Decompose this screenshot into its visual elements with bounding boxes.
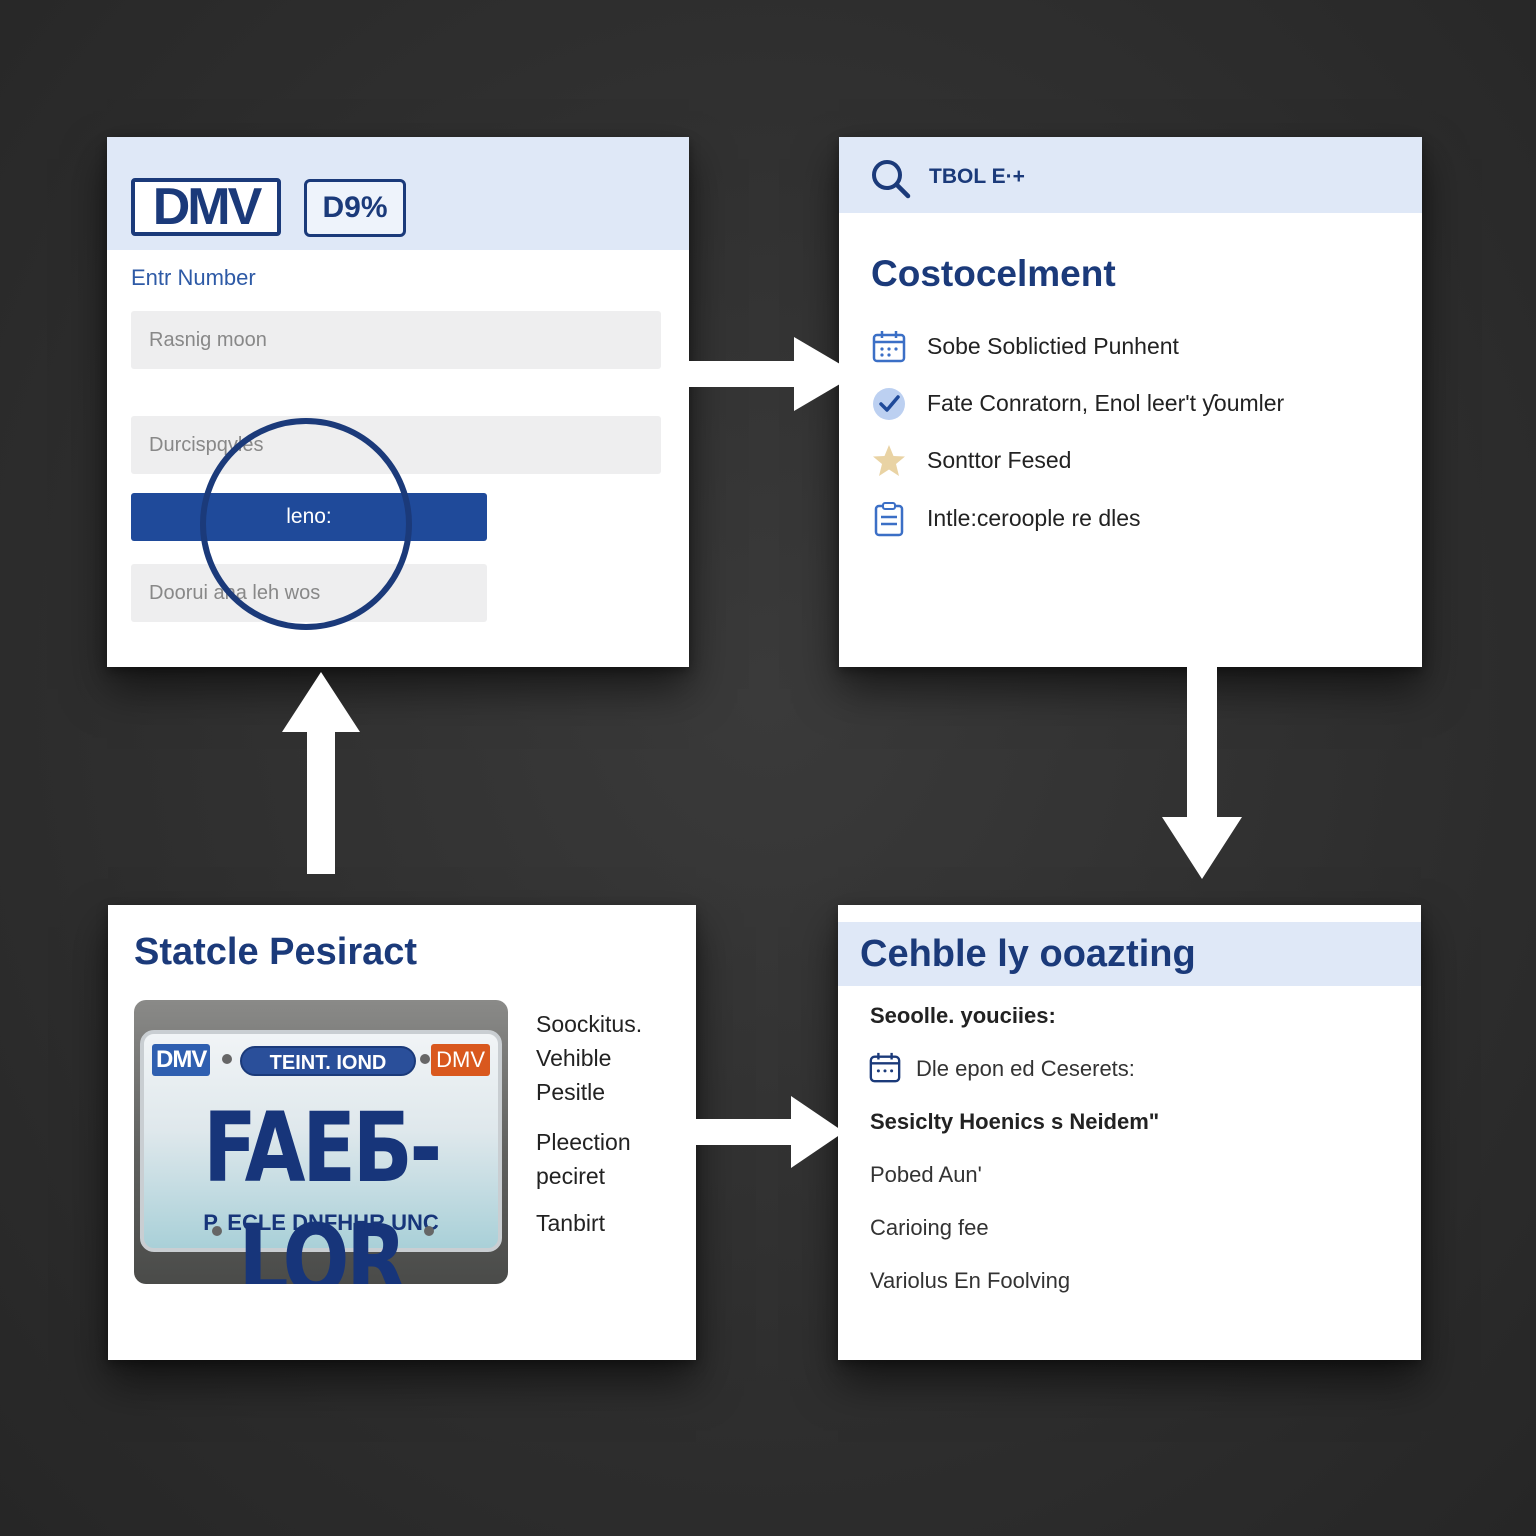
arrow-up-icon: [280, 670, 362, 875]
bolt-icon: [420, 1054, 430, 1064]
description-input[interactable]: Durcispqvles: [131, 416, 661, 474]
plate-state-banner: TEINT. IOND: [240, 1046, 416, 1076]
plate-side-line: Soockitus.: [536, 1007, 642, 1041]
plate-side-line: Pesitle: [536, 1075, 605, 1109]
calendar-icon: [868, 1051, 902, 1085]
plate-side-line: peciret: [536, 1159, 605, 1193]
dmv-logo: DMV: [131, 178, 281, 236]
details-panel: Cehble ly ooazting Seoolle. youciies: Dl…: [838, 905, 1421, 1360]
plate-panel: Statcle Pesiract DMV TEINT. IOND DMV FAE…: [108, 905, 696, 1360]
result-item-text: Intle:ceroople re dles: [927, 505, 1141, 532]
plate-number: FAEБ-LOR: [176, 1092, 466, 1284]
details-line: Variolus En Foolving: [870, 1268, 1070, 1294]
details-line: Sesiclty Hoenics s Neidem": [870, 1109, 1159, 1135]
result-item-text: Sonttor Fesed: [927, 447, 1071, 474]
check-circle-icon: [871, 386, 907, 422]
result-item-text: Sobe Soblictied Punhent: [927, 333, 1179, 360]
bolt-icon: [212, 1226, 222, 1236]
details-line: Seoolle. youciies:: [870, 1003, 1056, 1029]
plate-right-badge: DMV: [431, 1044, 490, 1076]
license-plate-photo: DMV TEINT. IOND DMV FAEБ-LOR P. ECLE DNF…: [134, 1000, 508, 1284]
results-title: Costocelment: [871, 253, 1116, 295]
arrow-down-icon: [1160, 667, 1244, 882]
license-plate: DMV TEINT. IOND DMV FAEБ-LOR P. ECLE DNF…: [140, 1030, 502, 1252]
plate-left-badge: DMV: [152, 1044, 210, 1076]
arrow-right-icon: [696, 1092, 846, 1172]
entry-number-label: Entr Number: [131, 265, 256, 291]
details-title: Cehble ly ooazting: [860, 933, 1196, 976]
dmv-badge: D9%: [304, 179, 406, 237]
result-item-text: Fate Conratorn, Enol leer't ƴoumler: [927, 390, 1284, 417]
results-panel: TBOL E·+ Costocelment Sobe Soblictied Pu…: [839, 137, 1422, 667]
bolt-icon: [424, 1226, 434, 1236]
plate-side-line: Pleection: [536, 1125, 631, 1159]
magnifier-icon: [200, 418, 412, 630]
plate-panel-title: Statcle Pesiract: [134, 931, 417, 974]
details-line: Dle epon ed Ceserets:: [916, 1056, 1135, 1082]
plate-input[interactable]: Rasnig moon: [131, 311, 661, 369]
plate-subtitle: P. ECLE DNFHHR UNC: [144, 1210, 498, 1236]
details-line: Pobed Aun': [870, 1162, 982, 1188]
results-header-text: TBOL E·+: [929, 165, 1025, 189]
calendar-icon: [871, 329, 907, 365]
plate-side-line: Tanbirt: [536, 1206, 605, 1240]
plate-side-line: Vehible: [536, 1041, 611, 1075]
login-panel: DMV D9% Entr Number Rasnig moon Durcispq…: [107, 137, 689, 667]
bolt-icon: [222, 1054, 232, 1064]
star-icon: [871, 443, 907, 479]
search-icon[interactable]: [869, 157, 913, 201]
clipboard-icon: [871, 501, 907, 537]
details-line: Carioing fee: [870, 1215, 989, 1241]
results-header: [839, 137, 1422, 213]
arrow-right-icon: [689, 335, 859, 415]
